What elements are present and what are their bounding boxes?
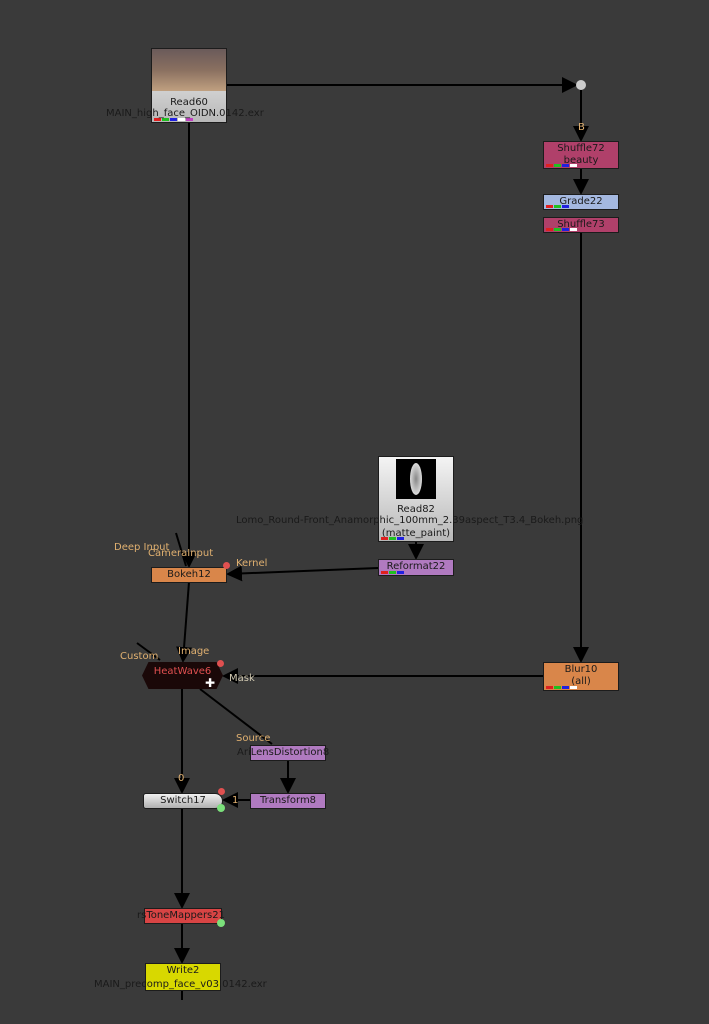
input-label-1: 1 [232,795,239,806]
channel-indicators [546,686,577,689]
read60-thumbnail [152,49,226,91]
heatwave6-node[interactable]: HeatWave6 [142,662,223,689]
read82-node[interactable]: Read82 (matte_paint) [378,456,454,542]
heatwave6-label: HeatWave6 [153,666,212,677]
shuffle73-label: Shuffle73 [557,219,605,230]
tonemap-label: rsToneMappers21 [137,910,225,921]
mask-indicator-icon [223,562,230,569]
mask-indicator-icon [218,788,225,795]
channel-indicators [546,164,577,167]
bokeh12-label: Bokeh12 [167,569,211,580]
blur10-label: Blur10 [564,664,598,675]
output-indicator-icon [217,919,225,927]
read82-sub: (matte_paint) [381,528,451,539]
shuffle73-node[interactable]: Shuffle73 [543,217,619,233]
transform8-node[interactable]: Transform8 [250,793,326,809]
rstonemappers21-node[interactable]: rsToneMappers21 [137,908,225,924]
input-label-source: Source [236,733,271,744]
reformat22-label: Reformat22 [386,561,446,572]
shuffle72-sub: beauty [563,155,599,166]
dot-node[interactable] [576,80,586,90]
switch17-node[interactable]: Switch17 [143,793,223,809]
write2-label: Write2 [166,965,200,976]
channel-indicators [381,571,404,574]
input-label-b: B [578,122,585,133]
read82-label: Read82 [397,504,435,515]
reformat22-node[interactable]: Reformat22 [378,559,454,576]
channel-indicators [381,537,404,540]
blur10-sub: (all) [571,676,591,687]
channel-indicators [154,118,193,121]
read60-label: Read60 [170,97,208,108]
input-label-deep: Deep Input [114,542,170,553]
read60-node[interactable]: Read60 [151,48,227,123]
shuffle72-label: Shuffle72 [557,143,605,154]
arilens-label: AriLensDistortion8 [237,747,330,758]
read82-thumbnail [396,459,436,499]
shuffle72-node[interactable]: Shuffle72 beauty [543,141,619,169]
input-label-image: Image [178,646,210,657]
grade22-label: Grade22 [559,196,603,207]
read60-filename: MAIN_high_face_OIDN.0142.exr [106,108,264,119]
plus-icon: ✚ [205,676,216,690]
channel-indicators [546,228,577,231]
arilensdistortion8-node[interactable]: AriLensDistortion8 [237,745,329,761]
channel-indicators [546,205,569,208]
switch17-label: Switch17 [160,795,206,806]
input-label-custom: Custom [120,651,159,662]
bokeh12-node[interactable]: Bokeh12 [151,567,227,583]
input-label-camera: CameraInput [148,548,214,559]
input-label-mask: Mask [229,673,255,684]
output-indicator-icon [217,804,225,812]
read82-filename: Lomo_Round-Front_Anamorphic_100mm_2.39as… [236,515,584,526]
grade22-node[interactable]: Grade22 [543,194,619,210]
blur10-node[interactable]: Blur10 (all) [543,662,619,691]
input-label-0: 0 [178,773,185,784]
write2-node[interactable]: Write2 [145,963,221,991]
input-label-kernel: Kernel [236,558,268,569]
write2-filename: MAIN_precomp_face_v03.0142.exr [94,979,267,990]
mask-indicator-icon [217,660,224,667]
transform8-label: Transform8 [259,795,317,806]
